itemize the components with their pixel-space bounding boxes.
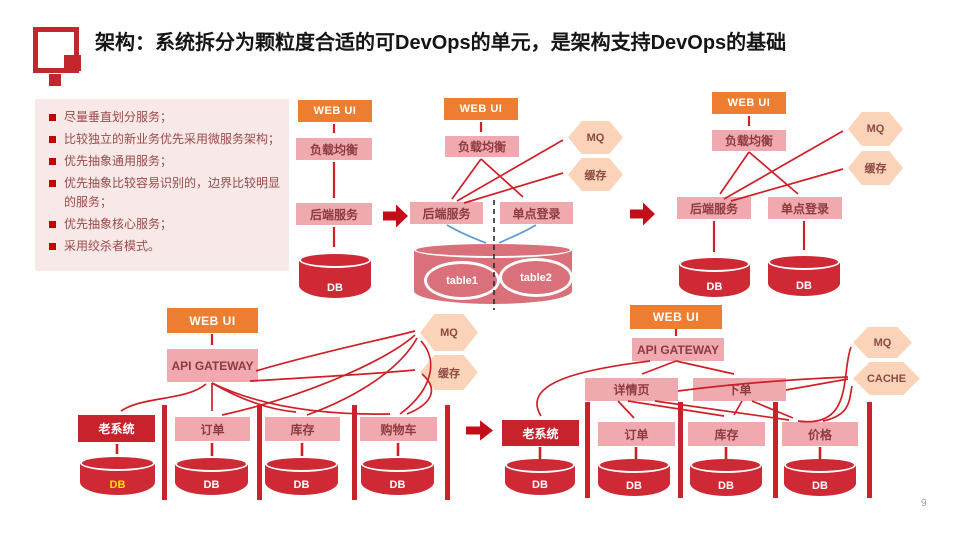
- d5-divider-bar: [678, 402, 683, 498]
- d4-order-db-label: DB: [203, 479, 220, 491]
- page-number: 9: [921, 498, 927, 509]
- d4-legacy-db-label: DB: [109, 479, 126, 491]
- d4-inventory-box: 库存: [265, 417, 340, 441]
- d5-webui-box: WEB UI: [630, 305, 722, 329]
- d5-divider-bar: [585, 402, 590, 498]
- d5-gateway-box: API GATEWAY: [632, 338, 724, 361]
- d3-backend-box: 后端服务: [677, 197, 751, 219]
- notes-panel: 尽量垂直划分服务； 比较独立的新业务优先采用微服务架构； 优先抽象通用服务； 优…: [35, 99, 289, 271]
- d2-mq-hexagon: MQ: [568, 121, 623, 154]
- flow-arrow-3-icon: [466, 420, 493, 441]
- d2-webui-box: WEB UI: [444, 98, 518, 120]
- flow-arrow-1-icon: [383, 204, 408, 228]
- d4-inventory-db-label: DB: [293, 479, 310, 491]
- d4-gateway-box: API GATEWAY: [167, 349, 258, 382]
- d3-webui-box: WEB UI: [712, 92, 786, 114]
- d1-db-label: DB: [327, 282, 343, 294]
- d5-price-db-label: DB: [812, 480, 828, 492]
- d4-divider-bar: [162, 405, 167, 500]
- d5-legacy-db-cylinder: DB: [505, 457, 575, 495]
- d4-inventory-db-cylinder: DB: [265, 456, 338, 495]
- d1-backend-box: 后端服务: [296, 203, 372, 225]
- logo-icon: [33, 27, 79, 73]
- d5-legacy-box: 老系统: [502, 420, 579, 446]
- d2-table2-ellipse: table2: [499, 258, 573, 297]
- d4-divider-bar: [257, 405, 262, 500]
- d3-load-balancer-box: 负载均衡: [712, 130, 786, 151]
- logo-square-icon: [64, 55, 81, 71]
- d2-load-balancer-box: 负载均衡: [445, 136, 519, 157]
- d4-divider-bar: [352, 405, 357, 500]
- d4-cart-db-label: DB: [389, 479, 406, 491]
- bullet-item: 采用绞杀者模式。: [48, 237, 281, 256]
- d5-legacy-db-label: DB: [532, 479, 548, 491]
- bullet-item: 比较独立的新业务优先采用微服务架构；: [48, 130, 281, 149]
- d2-sso-box: 单点登录: [500, 202, 573, 224]
- d4-cart-db-cylinder: DB: [361, 456, 434, 495]
- d4-legacy-db-cylinder: DB: [80, 455, 155, 495]
- flow-arrow-2-icon: [630, 202, 655, 226]
- d4-webui-box: WEB UI: [167, 308, 258, 333]
- d4-legacy-box: 老系统: [78, 415, 155, 442]
- d3-db1-label: DB: [706, 281, 723, 293]
- logo-square-small-icon: [49, 74, 61, 86]
- d5-divider-bar: [867, 402, 872, 498]
- d5-inventory-box: 库存: [688, 422, 765, 446]
- d4-order-db-cylinder: DB: [175, 456, 248, 495]
- d5-inventory-db-label: DB: [718, 480, 734, 492]
- d1-webui-box: WEB UI: [298, 100, 372, 122]
- d4-cache-hexagon: 缓存: [420, 355, 478, 390]
- d2-table1-ellipse: table1: [424, 261, 500, 300]
- d3-db2-label: DB: [796, 280, 812, 292]
- bullet-item: 优先抽象比较容易识别的，边界比较明显的服务；: [48, 174, 281, 212]
- d5-place-order-box: 下单: [693, 378, 786, 401]
- d3-db2-cylinder: DB: [768, 254, 840, 296]
- d5-price-db-cylinder: DB: [784, 457, 856, 496]
- d3-db1-cylinder: DB: [679, 256, 750, 297]
- d3-cache-hexagon: 缓存: [848, 151, 903, 185]
- d3-mq-hexagon: MQ: [848, 112, 903, 146]
- d5-mq-hexagon: MQ: [853, 327, 912, 358]
- d2-backend-box: 后端服务: [410, 202, 483, 224]
- d3-sso-box: 单点登录: [768, 197, 842, 219]
- d5-order-db-label: DB: [626, 480, 642, 492]
- d5-order-db-cylinder: DB: [598, 457, 670, 496]
- d5-price-box: 价格: [782, 422, 858, 446]
- bullet-item: 尽量垂直划分服务；: [48, 108, 281, 127]
- d5-divider-bar: [773, 402, 778, 498]
- bullet-item: 优先抽象核心服务；: [48, 215, 281, 234]
- d4-mq-hexagon: MQ: [420, 314, 478, 351]
- d1-load-balancer-box: 负载均衡: [296, 138, 372, 160]
- d4-order-box: 订单: [175, 417, 250, 441]
- slide-title: 架构：系统拆分为颗粒度合适的可DevOps的单元，是架构支持DevOps的基础: [95, 32, 787, 54]
- d5-detail-page-box: 详情页: [585, 378, 678, 401]
- bullet-list: 尽量垂直划分服务； 比较独立的新业务优先采用微服务架构； 优先抽象通用服务； 优…: [35, 108, 289, 256]
- d5-inventory-db-cylinder: DB: [690, 457, 762, 496]
- d5-order-box: 订单: [598, 422, 675, 446]
- d1-db-cylinder: DB: [299, 252, 371, 298]
- d2-cache-hexagon: 缓存: [568, 158, 623, 191]
- bullet-item: 优先抽象通用服务；: [48, 152, 281, 171]
- d4-divider-bar: [445, 405, 450, 500]
- d5-cache-hexagon: CACHE: [853, 362, 920, 395]
- d4-cart-box: 购物车: [360, 417, 437, 441]
